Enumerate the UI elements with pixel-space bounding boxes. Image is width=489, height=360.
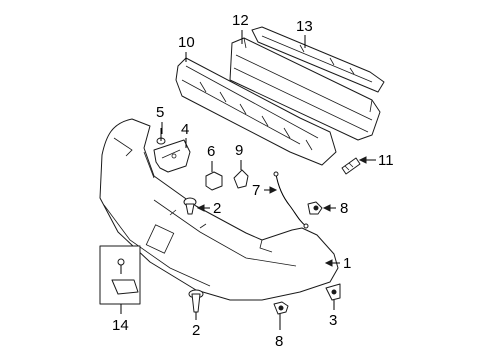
bolt-8-upper	[307, 201, 323, 215]
callout-labels: 1 2 2 3 4 5 6 7 8 8 9 10 11 12 13 14	[112, 12, 394, 350]
screw-11	[341, 157, 361, 175]
callout-13: 13	[296, 18, 313, 35]
bumper-cover-1	[99, 118, 339, 301]
callout-11: 11	[378, 152, 394, 169]
callout-1: 1	[343, 255, 351, 272]
callout-2-lower: 2	[192, 322, 200, 339]
energy-absorber-10	[175, 57, 337, 166]
callout-12: 12	[232, 12, 249, 29]
callout-8-upper: 8	[340, 200, 348, 217]
callout-8-lower: 8	[275, 333, 283, 350]
callout-9: 9	[235, 142, 243, 159]
screw-5	[156, 128, 166, 145]
wire-7	[273, 171, 309, 229]
callout-4: 4	[181, 121, 189, 138]
callout-14: 14	[112, 317, 129, 334]
callout-3: 3	[329, 312, 337, 329]
impact-bar-13	[251, 26, 385, 93]
callout-7: 7	[252, 182, 260, 199]
clip-6	[205, 171, 223, 191]
push-pin-2-lower	[188, 289, 204, 313]
callout-2-upper: 2	[213, 200, 221, 217]
bracket-4	[153, 139, 191, 173]
callout-10: 10	[178, 34, 195, 51]
callout-5: 5	[156, 104, 164, 121]
callout-6: 6	[207, 143, 215, 160]
fastener-kit-14	[99, 245, 141, 305]
nut-3	[325, 283, 341, 301]
retainer-9	[233, 169, 249, 189]
push-pin-2-upper	[183, 197, 197, 215]
leader-arrowheads	[196, 156, 367, 267]
bolt-8-lower	[273, 301, 289, 315]
reinforcement-beam-12	[229, 37, 381, 141]
